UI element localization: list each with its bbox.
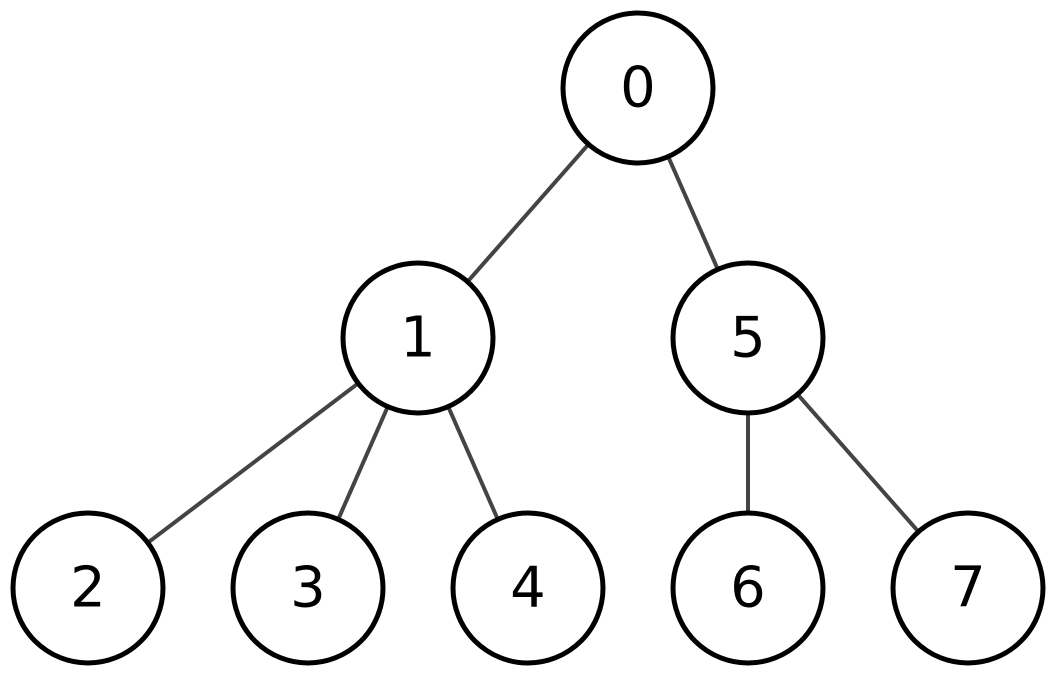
node-4: 4 <box>450 510 606 666</box>
node-circle-3 <box>230 510 386 666</box>
node-circle-7 <box>890 510 1046 666</box>
node-label-3: 3 <box>290 556 326 621</box>
node-circle-6 <box>670 510 826 666</box>
node-2: 2 <box>10 510 166 666</box>
node-5: 5 <box>670 260 826 416</box>
node-circle-2 <box>10 510 166 666</box>
node-circle-1 <box>340 260 496 416</box>
node-label-5: 5 <box>730 306 766 371</box>
node-label-7: 7 <box>950 556 986 621</box>
node-7: 7 <box>890 510 1046 666</box>
node-label-1: 1 <box>400 306 436 371</box>
node-circle-5 <box>670 260 826 416</box>
nodes-layer: 0 1 5 2 3 4 6 7 <box>10 10 1046 666</box>
node-label-2: 2 <box>70 556 106 621</box>
node-label-4: 4 <box>510 556 546 621</box>
node-label-0: 0 <box>620 56 656 121</box>
node-label-6: 6 <box>730 556 766 621</box>
node-1: 1 <box>340 260 496 416</box>
node-0: 0 <box>560 10 716 166</box>
node-circle-4 <box>450 510 606 666</box>
node-6: 6 <box>670 510 826 666</box>
node-circle-0 <box>560 10 716 166</box>
node-3: 3 <box>230 510 386 666</box>
